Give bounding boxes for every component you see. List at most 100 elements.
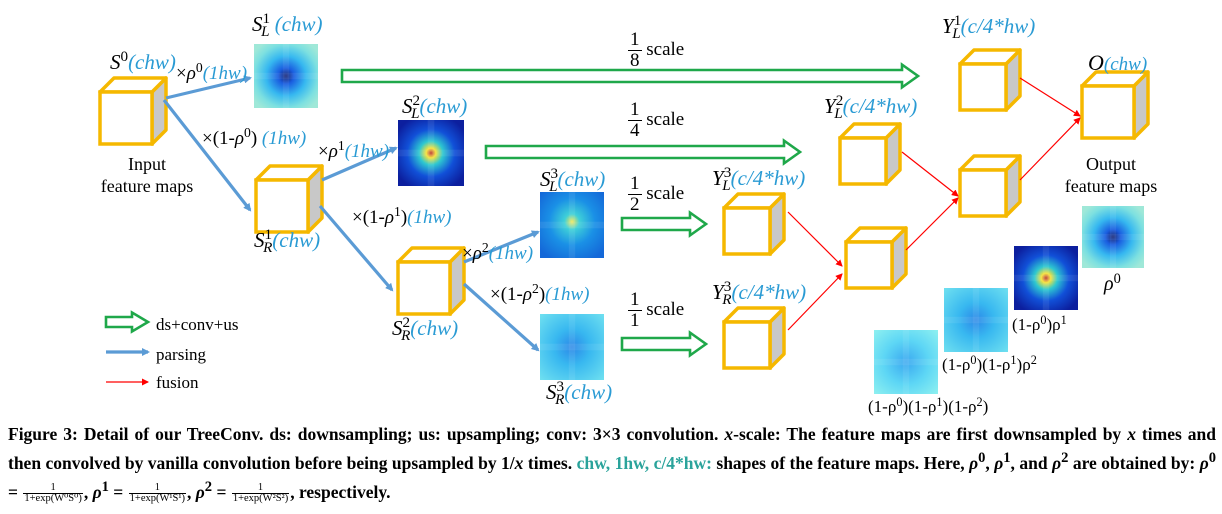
sr3-sup: 3 xyxy=(556,379,565,396)
label-sr3: S3R(chw) xyxy=(546,379,613,408)
cap-rho1-sup: 1 xyxy=(1003,450,1011,466)
rho-1m1: ρ xyxy=(384,207,394,228)
arrow-parse-1mrho2 xyxy=(462,282,540,352)
times-rho0: × xyxy=(176,63,187,84)
figure-diagram xyxy=(98,44,1150,394)
arrow-scale-1-8 xyxy=(340,62,921,90)
yl1-shape: (c/4*hw) xyxy=(960,14,1036,38)
label-rho1-branch: ×ρ1(1hw) xyxy=(318,139,389,161)
label-sl3: S3L(chw) xyxy=(540,167,605,195)
times-1mrho1: × xyxy=(352,207,363,228)
arrow-fuse-yl3 xyxy=(787,211,843,267)
caption-part4: times. xyxy=(523,452,577,473)
sl1-symbol: S xyxy=(252,12,263,36)
sr1-symbol: S xyxy=(254,228,265,252)
label-o: O(chw) xyxy=(1088,52,1147,75)
prod-b2: )(1-ρ xyxy=(976,355,1011,374)
caption-x: x xyxy=(724,424,734,444)
rho2-sup: 2 xyxy=(481,240,489,256)
heatmap-prod-b-bg xyxy=(944,288,1008,352)
cube-yr3 xyxy=(722,306,786,370)
rho-1m1-sup: 1 xyxy=(394,204,401,220)
eq-rho2: ρ xyxy=(195,481,205,502)
eq-sign0: = xyxy=(8,481,23,502)
output-feature-maps-label: Output feature maps xyxy=(1056,153,1166,197)
input-feature-maps-label: Input feature maps xyxy=(92,153,202,197)
heatmap-sr3 xyxy=(540,314,604,380)
sr2-sup: 2 xyxy=(402,315,411,332)
heatmap-rho0 xyxy=(1082,206,1144,268)
cube-sr1-front xyxy=(254,178,310,234)
cube-s0-top xyxy=(98,76,168,94)
rho0-symbol: ρ xyxy=(186,63,196,84)
label-1minus-rho0-branch: ×(1-ρ0) (1hw) xyxy=(202,126,306,149)
prod-b-sup0: 0 xyxy=(970,352,977,367)
yr3-sup: 3 xyxy=(723,279,732,296)
label-1minus-rho1-branch: ×(1-ρ1)(1hw) xyxy=(352,205,452,228)
caption-teal: chw, 1hw, c/4*hw: xyxy=(576,452,712,473)
cube-sr2-front xyxy=(396,260,452,316)
eq-rho0-sup: 0 xyxy=(1208,450,1216,466)
label-sr1: S1R(chw) xyxy=(254,227,320,256)
rho0-sup: 0 xyxy=(195,60,203,76)
1m2-shape: (1hw) xyxy=(545,284,590,305)
eq-frac1-den: 1+exp(W¹S¹) xyxy=(129,493,186,505)
sr1-sup: 1 xyxy=(264,227,273,244)
legend-green-arrow xyxy=(104,310,151,334)
caption-end: , respectively. xyxy=(290,481,391,502)
sr2-sub: R xyxy=(401,328,411,345)
scale-word-4: scale xyxy=(646,108,685,130)
label-prod-b: (1-ρ0)(1-ρ1)ρ2 xyxy=(942,352,1037,374)
heatmap-prod-a-streak-v xyxy=(1042,246,1050,310)
close-1m0: ) xyxy=(250,128,258,149)
sr3-sub: R xyxy=(555,392,565,409)
yr3-symbol: Y xyxy=(712,280,724,304)
heatmap-prod-a-streak-h xyxy=(1014,274,1078,282)
heatmap-sl1-streak-h xyxy=(254,72,318,80)
label-yl2: Y2L(c/4*hw) xyxy=(824,94,917,122)
output-line2: feature maps xyxy=(1064,176,1158,196)
label-prod-a: (1-ρ0)ρ1 xyxy=(1012,312,1067,334)
cube-yl2-front xyxy=(838,136,888,186)
s0-symbol: S xyxy=(110,50,121,74)
yl2-symbol: Y xyxy=(824,94,836,118)
sr3-shape: (chw) xyxy=(564,380,613,404)
cube-s0-front xyxy=(98,90,154,146)
cube-output xyxy=(1080,70,1150,140)
frac-1-1-den: 1 xyxy=(630,309,640,331)
legend-ds-conv-us: ds+conv+us xyxy=(156,315,239,334)
cube-fuse-mid-front xyxy=(844,240,894,290)
1m1-shape: (1hw) xyxy=(407,207,452,228)
prod-c-sup2: 2 xyxy=(976,394,983,409)
rho2-symbol: ρ xyxy=(472,243,482,264)
prod-a2: )ρ xyxy=(1046,315,1061,334)
frac-1-2-den: 2 xyxy=(630,193,640,215)
eq-frac2-num: 1 xyxy=(231,482,290,495)
arrow-fuse-mid xyxy=(905,197,959,251)
frac-1-8-num: 1 xyxy=(628,29,642,51)
caption-x3: x xyxy=(514,452,524,473)
rho-1m0: ρ xyxy=(234,128,244,149)
heatmap-rho0-bg xyxy=(1082,206,1144,268)
arrow-parse-rho2 xyxy=(463,230,540,264)
s0-shape: (chw) xyxy=(128,50,176,74)
prod-a-sup0: 0 xyxy=(1040,312,1047,327)
prod-b3: )ρ xyxy=(1016,355,1031,374)
cube-sr2-top xyxy=(396,246,466,264)
sl1-sub: L xyxy=(261,24,270,41)
yl3-symbol: Y xyxy=(712,166,724,190)
sr3-symbol: S xyxy=(546,380,557,404)
cube-sr1 xyxy=(254,164,324,234)
label-prod-c: (1-ρ0)(1-ρ1)(1-ρ2) xyxy=(868,394,988,415)
cube-yl2 xyxy=(838,122,902,186)
treeconv-figure: S0(chw) Input feature maps S1L (chw) ×ρ0… xyxy=(92,12,1166,415)
cube-sr1-top xyxy=(254,164,324,182)
eq-frac0-den: 1+exp(W⁰S⁰) xyxy=(24,493,82,505)
label-yl1: Y1L(c/4*hw) xyxy=(942,14,1036,42)
yl1-symbol: Y xyxy=(942,14,954,38)
arrow-fuse-yl2 xyxy=(901,151,959,197)
